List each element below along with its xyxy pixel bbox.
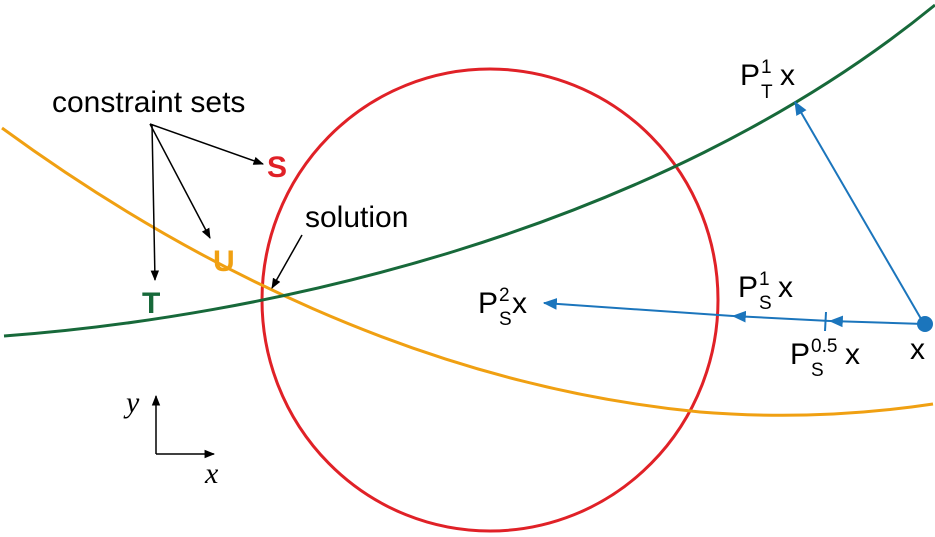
- set-u-label: U: [213, 245, 235, 278]
- svg-text:0.5: 0.5: [811, 336, 837, 357]
- axes-indicator: [151, 394, 216, 459]
- proj-t1-label: P 1 T x: [740, 57, 795, 103]
- proj-s05-label: P 0.5 S x: [790, 336, 860, 381]
- svg-text:T: T: [761, 82, 773, 103]
- solution-label: solution: [305, 201, 408, 234]
- svg-text:S: S: [811, 360, 824, 381]
- point-x-label: x: [910, 333, 925, 366]
- point-x-dot: [917, 316, 933, 332]
- arrow-x-to-pt1: [794, 100, 925, 325]
- pointer-to-solution: [271, 234, 303, 289]
- set-s-label: S: [267, 151, 287, 184]
- constraint-sets-label: constraint sets: [52, 86, 245, 119]
- svg-text:x: x: [845, 338, 860, 371]
- proj-s1-label: P 1 S x: [738, 269, 793, 314]
- pointer-to-s: [149, 123, 264, 165]
- svg-text:x: x: [512, 287, 527, 320]
- axis-y-label: y: [123, 386, 140, 419]
- set-t-curve: [3, 3, 935, 338]
- svg-text:1: 1: [761, 57, 772, 78]
- svg-text:P: P: [738, 271, 758, 304]
- pointer-to-u: [149, 123, 211, 239]
- svg-text:P: P: [740, 59, 760, 92]
- proj-s2-label: P 2 S x: [478, 285, 527, 330]
- arrow-x-to-ps05: [828, 315, 925, 328]
- arrow-x-to-ps2: [542, 298, 734, 317]
- svg-text:x: x: [778, 271, 793, 304]
- svg-text:S: S: [499, 309, 512, 330]
- projection-arrows: [542, 100, 925, 332]
- svg-text:1: 1: [759, 269, 770, 290]
- set-u-curve: [1, 126, 934, 417]
- axis-x-label: x: [204, 457, 219, 490]
- constraint-sets-pointers: [149, 123, 303, 289]
- arrow-x-to-ps1: [731, 310, 831, 323]
- tick-ps05: [824, 311, 827, 332]
- pointer-to-t: [150, 123, 160, 282]
- svg-text:2: 2: [499, 285, 510, 306]
- svg-text:S: S: [759, 293, 772, 314]
- set-t-label: T: [142, 287, 160, 320]
- svg-text:P: P: [478, 287, 498, 320]
- svg-text:P: P: [790, 338, 810, 371]
- svg-text:x: x: [780, 59, 795, 92]
